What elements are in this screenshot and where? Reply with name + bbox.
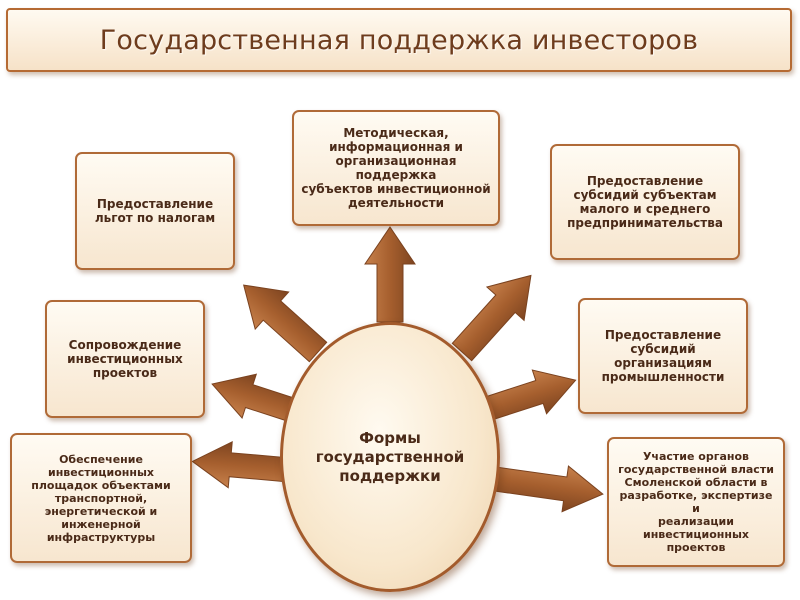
arrow-to-tax-benefits (243, 284, 328, 363)
arrow-to-methodical-support (364, 226, 416, 323)
box-subsidies-small-business: Предоставление субсидий субъектам малого… (550, 144, 740, 260)
box-tax-benefits: Предоставление льгот по налогам (75, 152, 235, 270)
center-node: Формы государственной поддержки (280, 322, 500, 592)
box-subsidies-industry: Предоставление субсидий организациям про… (578, 298, 748, 414)
box-methodical-support: Методическая, информационная и организац… (292, 110, 500, 226)
box-project-support: Сопровождение инвестиционных проектов (45, 300, 205, 418)
box-infrastructure: Обеспечение инвестиционных площадок объе… (10, 433, 192, 563)
arrow-to-regional-participation (485, 465, 604, 513)
box-regional-participation: Участие органов государственной власти С… (607, 437, 785, 567)
diagram-title: Государственная поддержка инвесторов (99, 24, 699, 56)
arrow-to-subsidies-small-business (451, 274, 532, 362)
arrow-to-project-support (211, 373, 297, 423)
title-banner: Государственная поддержка инвесторов (6, 8, 792, 72)
arrow-to-infrastructure (191, 441, 292, 489)
arrow-to-subsidies-industry (485, 369, 577, 421)
